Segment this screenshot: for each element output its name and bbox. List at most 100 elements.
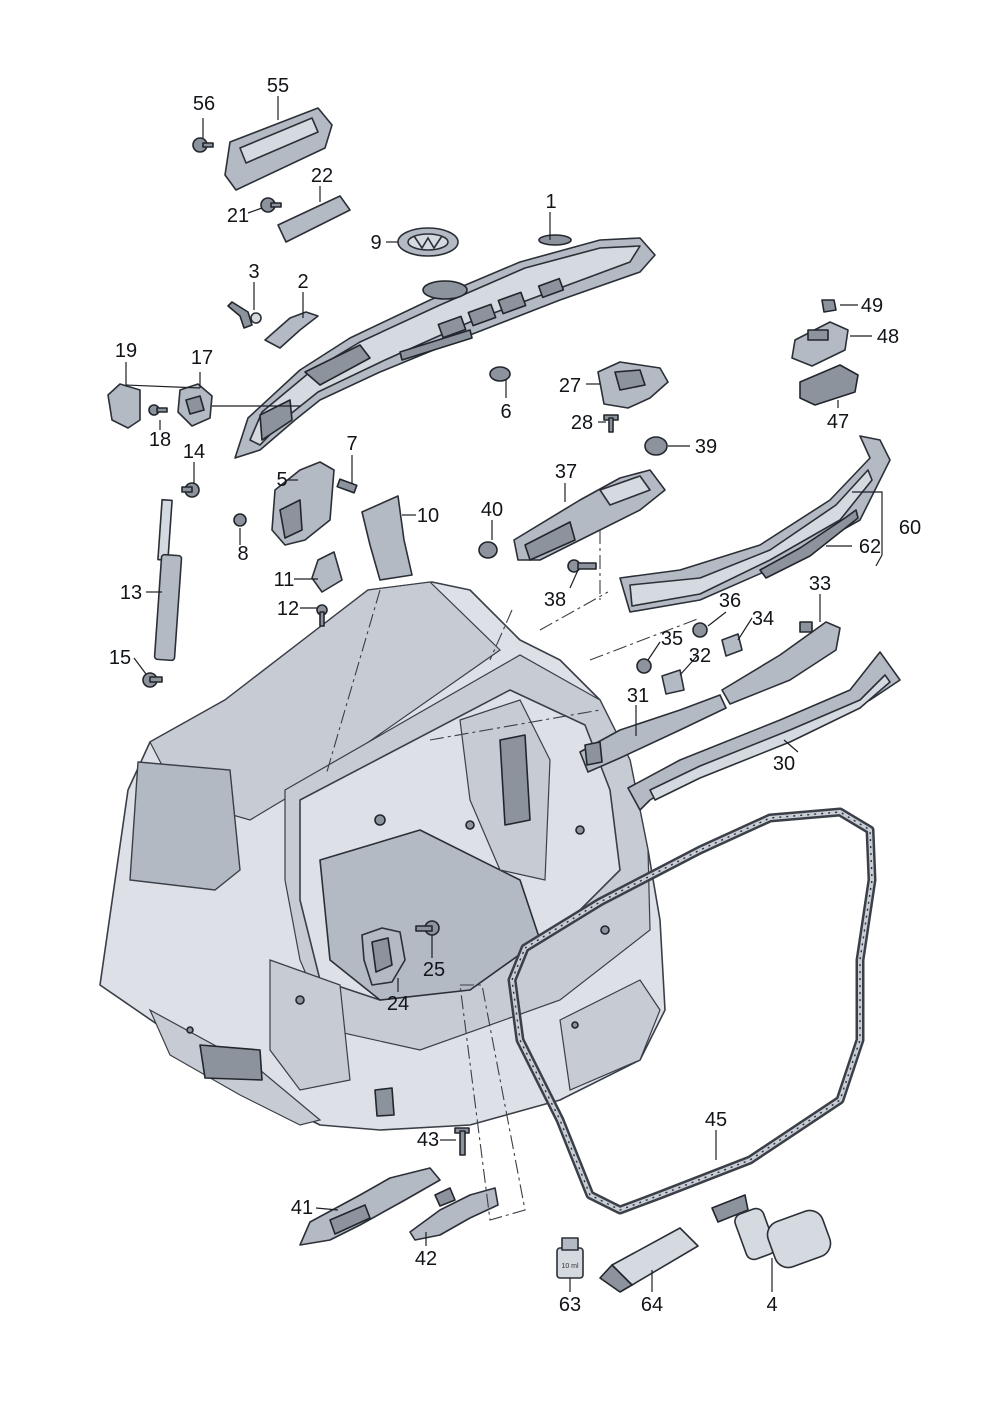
callout-1: 1 [545, 191, 556, 213]
screw-56 [192, 137, 214, 153]
mounting-strip-33 [721, 621, 841, 705]
clip-36 [692, 622, 708, 638]
callout-24: 24 [387, 993, 409, 1015]
strip-62 [759, 509, 859, 579]
callout-42: 42 [415, 1248, 437, 1270]
callout-35: 35 [661, 628, 683, 650]
callout-45: 45 [705, 1109, 727, 1131]
clip-32 [661, 669, 685, 695]
callout-40: 40 [481, 499, 503, 521]
clip-2 [264, 311, 319, 349]
assembly-lines [325, 530, 701, 1221]
callout-10: 10 [417, 505, 439, 527]
plate-22 [277, 195, 351, 243]
callout-21: 21 [227, 205, 249, 227]
callout-6: 6 [500, 401, 511, 423]
ball-pin-15 [142, 672, 163, 688]
callout-39: 39 [695, 436, 717, 458]
hinge-5 [271, 461, 335, 546]
nut-49 [821, 299, 837, 313]
callout-27: 27 [559, 375, 581, 397]
part-41 [299, 1167, 441, 1246]
callout-60: 60 [899, 517, 921, 539]
bracket-11 [311, 551, 343, 593]
screw-38 [567, 559, 597, 573]
callout-9: 9 [370, 232, 381, 254]
callout-49: 49 [861, 295, 883, 317]
callout-4: 4 [766, 1294, 777, 1316]
vw-emblem-9 [397, 227, 459, 257]
cap-19 [107, 383, 141, 429]
callout-18: 18 [149, 429, 171, 451]
rivet-3 [227, 301, 262, 329]
callout-41: 41 [291, 1197, 313, 1219]
callout-15: 15 [109, 647, 131, 669]
screw-43 [454, 1127, 470, 1156]
callout-22: 22 [311, 165, 333, 187]
buffer-6 [489, 366, 511, 382]
callout-34: 34 [752, 608, 774, 630]
callout-55: 55 [267, 75, 289, 97]
callout-12: 12 [277, 598, 299, 620]
lock-striker-24 [361, 927, 406, 986]
callout-64: 64 [641, 1294, 663, 1316]
lock-27 [597, 361, 669, 409]
callout-43: 43 [417, 1129, 439, 1151]
callout-36: 36 [719, 590, 741, 612]
callout-32: 32 [689, 645, 711, 667]
callout-37: 37 [555, 461, 577, 483]
grommet-40 [478, 541, 498, 559]
part-42 [409, 1187, 499, 1241]
callout-2: 2 [297, 271, 308, 293]
callout-13: 13 [120, 582, 142, 604]
switch-48 [791, 321, 849, 367]
leader-lines [125, 96, 883, 1292]
callout-labels: 56 55 22 21 1 9 3 2 19 17 18 6 27 28 49 … [109, 75, 921, 1316]
ball-pin-14 [181, 482, 200, 498]
callout-38: 38 [544, 589, 566, 611]
callout-11: 11 [274, 569, 295, 591]
vehicle-rear-body [99, 581, 666, 1131]
callout-56: 56 [193, 93, 215, 115]
screw-18 [148, 404, 168, 416]
callout-48: 48 [877, 326, 899, 348]
spoiler-60 [619, 435, 891, 613]
mounting-strip-31 [579, 694, 727, 773]
callout-63: 63 [559, 1294, 581, 1316]
callout-28: 28 [571, 412, 593, 434]
holder-47 [799, 364, 859, 406]
cover-10 [361, 495, 413, 581]
actuator-37 [513, 469, 666, 561]
callout-31: 31 [627, 685, 649, 707]
callout-47: 47 [827, 411, 849, 433]
tailgate-trim-panel [234, 234, 656, 459]
bottle-63: 10 ml [556, 1237, 584, 1279]
callout-5: 5 [276, 469, 287, 491]
callout-25: 25 [423, 959, 445, 981]
cartridge-4 [711, 1194, 832, 1269]
screw-12 [316, 604, 328, 627]
screw-25 [415, 920, 440, 936]
bracket-17 [177, 383, 213, 427]
buffer-39 [644, 436, 668, 456]
callout-19: 19 [115, 340, 137, 362]
spoiler-lip-30 [627, 651, 901, 811]
clip-35 [636, 658, 652, 674]
clip-34 [721, 633, 743, 657]
screw-21 [260, 197, 282, 213]
screw-28 [603, 414, 619, 433]
tube-64 [599, 1227, 699, 1293]
screw-7 [336, 478, 358, 494]
callout-3: 3 [248, 261, 259, 283]
callout-14: 14 [183, 441, 205, 463]
gas-strut-13 [153, 498, 183, 662]
callout-8: 8 [237, 543, 248, 565]
seal-45 [507, 807, 877, 1215]
callout-30: 30 [773, 753, 795, 775]
callout-33: 33 [809, 573, 831, 595]
callout-7: 7 [346, 433, 357, 455]
cover-panel-55 [224, 107, 333, 191]
callout-62: 62 [859, 536, 881, 558]
bottle-marking: 10 ml [561, 1263, 579, 1270]
